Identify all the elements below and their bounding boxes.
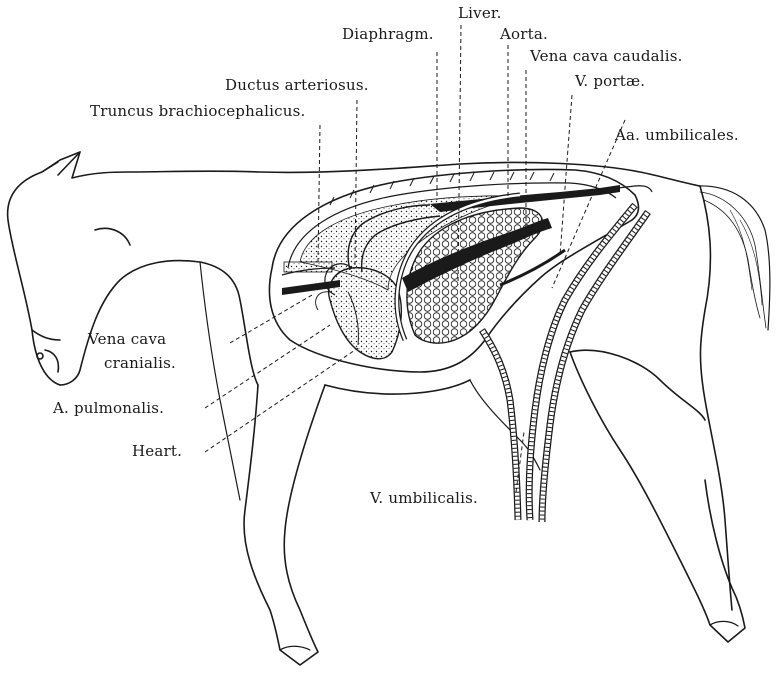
- leader-v-portae: [560, 95, 572, 255]
- label-v-portae: V. portæ.: [575, 74, 645, 89]
- label-vena-cava-cranialis-1: Vena cava: [88, 332, 166, 347]
- label-vena-cava-caudalis: Vena cava caudalis.: [530, 49, 683, 64]
- label-liver: Liver.: [458, 6, 502, 21]
- leader-heart: [205, 348, 358, 452]
- label-truncus-brachiocephalicus: Truncus brachiocephalicus.: [90, 104, 305, 119]
- label-aorta: Aorta.: [500, 27, 548, 42]
- leader-a-pulmonalis: [205, 325, 330, 408]
- label-v-umbilicalis: V. umbilicalis.: [370, 491, 478, 506]
- label-vena-cava-cranialis-2: cranialis.: [104, 356, 176, 371]
- label-aa-umbilicales: Aa. umbilicales.: [615, 128, 739, 143]
- label-heart: Heart.: [132, 444, 182, 459]
- label-diaphragm: Diaphragm.: [342, 27, 434, 42]
- label-ductus-arteriosus: Ductus arteriosus.: [225, 78, 369, 93]
- label-a-pulmonalis: A. pulmonalis.: [53, 401, 164, 416]
